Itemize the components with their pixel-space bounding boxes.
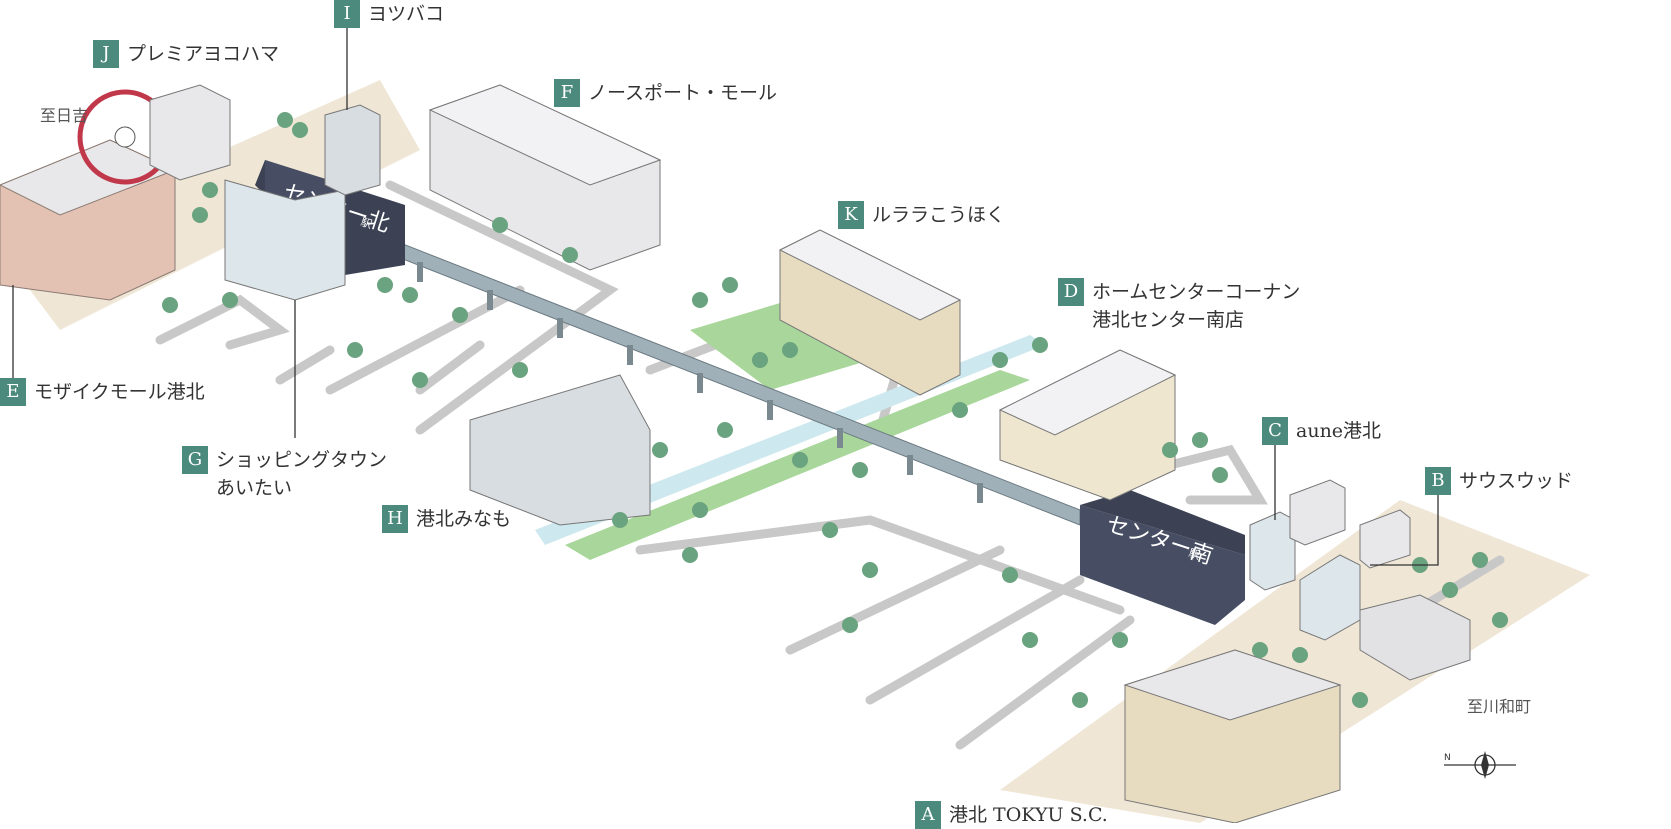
badge-I: I [334,0,360,28]
station-south[interactable]: センター南 駅 [1080,490,1245,625]
place-name-H: 港北みなも [416,508,512,530]
place-name-F: ノースポート・モール [588,82,778,104]
badge-H: H [382,505,408,533]
label-place-F[interactable]: F ノースポート・モール [554,79,777,107]
label-place-J[interactable]: J プレミアヨコハマ [93,40,279,68]
label-place-K[interactable]: K ルララこうほく [838,201,1005,229]
building-tokyu-sc[interactable] [1123,649,1342,823]
badge-J: J [93,40,119,68]
building-yotsubako[interactable] [324,104,381,196]
building-aune[interactable] [1249,511,1296,591]
building-northport-mall[interactable] [428,84,662,271]
badge-B: B [1425,467,1451,495]
label-place-B[interactable]: B サウスウッド [1425,467,1573,495]
place-name-A: 港北 TOKYU S.C. [949,804,1108,826]
place-name-D-line1: ホームセンターコーナン [1092,281,1301,303]
place-name-G-line2: あいたい [216,477,293,499]
building-konan[interactable] [998,349,1177,501]
badge-E: E [0,378,26,406]
label-place-H[interactable]: H 港北みなも [382,505,511,533]
place-name-J: プレミアヨコハマ [127,43,280,65]
label-place-C[interactable]: C aune港北 [1262,417,1381,445]
building-southwood[interactable] [1289,479,1471,681]
leader-lines [12,28,1439,566]
building-premier-yokohama[interactable] [149,84,231,181]
badge-A: A [915,801,941,829]
label-place-I[interactable]: I ヨツバコ [334,0,444,28]
badge-K: K [838,201,864,229]
place-name-B: サウスウッド [1459,470,1574,492]
place-name-G-line1: ショッピングタウン [216,449,388,471]
label-place-E[interactable]: E モザイクモール港北 [0,378,205,406]
badge-F: F [554,79,580,107]
compass-icon: N [1440,745,1520,789]
building-aitai[interactable] [224,179,346,301]
label-place-D[interactable]: D ホームセンターコーナン 港北センター南店 [1058,278,1300,334]
place-name-C: aune港北 [1296,420,1382,442]
place-name-K: ルララこうほく [872,204,1006,226]
badge-G: G [182,446,208,474]
building-lalala[interactable] [778,229,962,396]
label-place-G[interactable]: G ショッピングタウン あいたい [182,446,387,502]
place-name-I: ヨツバコ [368,3,445,25]
station-south-suffix: 駅 [1187,546,1201,562]
direction-hiyoshi: 至日吉 [40,106,89,125]
building-minamo[interactable] [469,374,651,526]
badge-D: D [1058,278,1084,306]
place-name-E: モザイクモール港北 [34,381,205,403]
direction-kawawacho: 至川和町 [1467,697,1532,716]
compass-north-letter: N [1444,753,1451,763]
park-area [690,300,870,390]
badge-C: C [1262,417,1288,445]
trees [162,112,1508,708]
place-name-D-line2: 港北センター南店 [1092,309,1245,331]
station-north-suffix: 駅 [359,215,373,231]
label-place-A[interactable]: A 港北 TOKYU S.C. [915,801,1108,829]
